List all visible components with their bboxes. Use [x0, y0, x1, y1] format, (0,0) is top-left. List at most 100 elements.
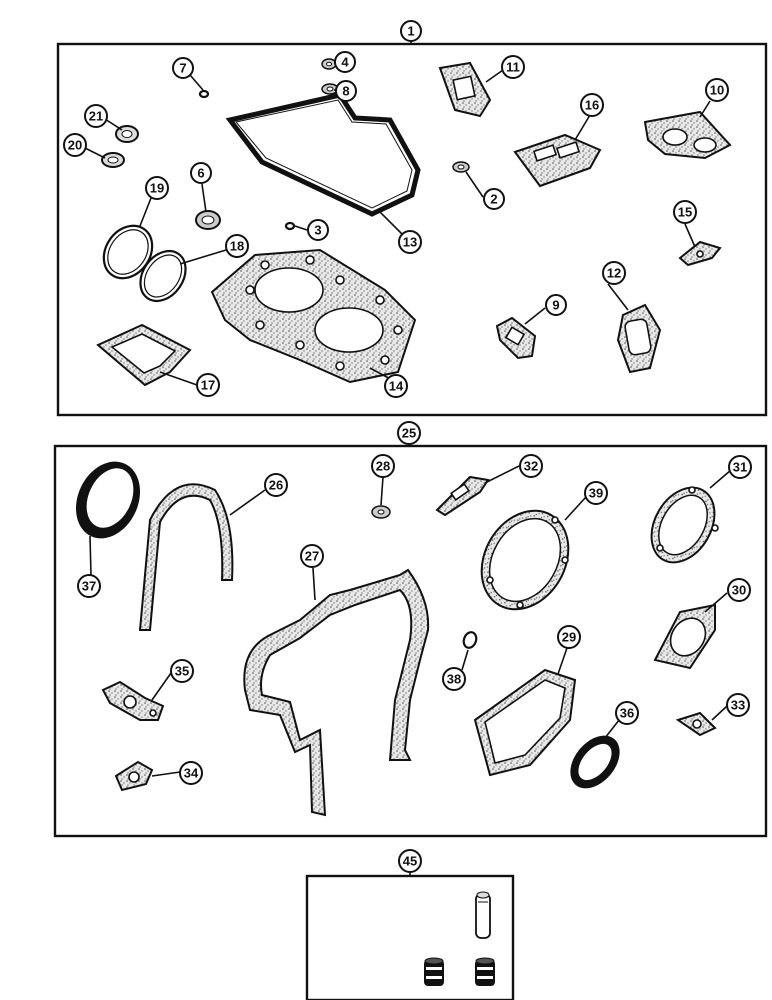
part-16-gasket	[513, 133, 602, 188]
callout-3: 3	[307, 219, 329, 241]
svg-text:21: 21	[89, 109, 103, 124]
part-8-washer	[321, 83, 339, 95]
callout-26: 26	[264, 473, 288, 497]
part-13-rocker-cover-gasket	[225, 92, 421, 217]
svg-text:26: 26	[269, 478, 283, 493]
part-14-head-gasket	[210, 248, 417, 384]
kit-1: 1 7 4 8 11 10 21 16 20 6 19 2 15 3 13 18…	[56, 20, 768, 417]
callout-1: 1	[400, 20, 422, 42]
callout-9: 9	[545, 294, 567, 316]
svg-text:16: 16	[585, 98, 599, 113]
svg-text:15: 15	[678, 205, 692, 220]
callout-8: 8	[335, 80, 357, 102]
part-12-gasket	[616, 303, 662, 374]
svg-text:20: 20	[68, 138, 82, 153]
part-34-gasket	[114, 760, 154, 792]
part-33-gasket	[675, 711, 717, 737]
svg-text:32: 32	[524, 459, 538, 474]
callout-36: 36	[615, 701, 639, 725]
part-37-seal	[75, 461, 141, 539]
callout-17: 17	[196, 373, 220, 397]
callout-27: 27	[300, 544, 324, 568]
part-29-gasket	[473, 668, 577, 777]
callout-19: 19	[145, 176, 169, 200]
callout-12: 12	[602, 261, 626, 285]
part-39-ring-gasket	[480, 509, 570, 611]
callout-10: 10	[705, 78, 729, 102]
svg-text:14: 14	[389, 379, 404, 394]
part-17-gasket	[96, 323, 192, 387]
svg-text:45: 45	[403, 854, 417, 869]
svg-text:36: 36	[620, 706, 634, 721]
svg-text:2: 2	[490, 192, 497, 207]
callout-6: 6	[190, 162, 212, 184]
svg-text:39: 39	[589, 486, 603, 501]
part-36-seal	[570, 735, 620, 789]
callout-4: 4	[334, 51, 356, 73]
callout-18: 18	[225, 234, 249, 258]
svg-text:18: 18	[230, 239, 244, 254]
part-2-washer	[452, 161, 470, 173]
part-3-oring	[284, 221, 296, 231]
callout-45: 45	[398, 849, 422, 873]
part-27-timing-cover-gasket	[243, 568, 430, 817]
svg-text:13: 13	[403, 235, 417, 250]
part-valve-seal-right	[475, 957, 495, 986]
svg-text:28: 28	[376, 459, 390, 474]
kit-25: 25 28 32 31 26 39 27 37 30 29 35 38 36 3…	[53, 421, 768, 838]
svg-text:8: 8	[342, 84, 349, 99]
callout-33: 33	[726, 693, 750, 717]
callout-16: 16	[580, 93, 604, 117]
svg-text:33: 33	[731, 698, 745, 713]
svg-text:6: 6	[197, 166, 204, 181]
part-valve-seal-left	[424, 957, 444, 986]
part-4-washer	[321, 58, 337, 70]
part-9-gasket	[495, 316, 537, 360]
callout-14: 14	[384, 374, 408, 398]
part-15-gasket	[678, 240, 722, 267]
callout-28: 28	[371, 454, 395, 478]
part-18-ring	[139, 249, 187, 303]
callout-34: 34	[179, 761, 203, 785]
part-31-ring-gasket	[650, 486, 719, 564]
part-32-gasket	[435, 475, 490, 517]
callout-21: 21	[84, 104, 108, 128]
part-6-seal	[195, 210, 221, 230]
svg-text:38: 38	[447, 672, 461, 687]
part-10-gasket	[643, 110, 732, 160]
callout-7: 7	[172, 57, 194, 79]
callout-2: 2	[483, 188, 505, 210]
part-35-gasket	[101, 680, 165, 721]
svg-text:10: 10	[710, 83, 724, 98]
part-20-seal	[101, 152, 125, 168]
callout-38: 38	[442, 667, 466, 691]
svg-text:19: 19	[150, 181, 164, 196]
part-11-gasket	[438, 61, 492, 118]
callout-25: 25	[397, 421, 421, 445]
svg-text:37: 37	[82, 579, 96, 594]
svg-text:4: 4	[341, 55, 349, 70]
callout-31: 31	[728, 455, 752, 479]
svg-text:27: 27	[305, 549, 319, 564]
callout-15: 15	[673, 200, 697, 224]
svg-text:7: 7	[179, 61, 186, 76]
callout-39: 39	[584, 481, 608, 505]
callout-11: 11	[501, 55, 525, 79]
svg-text:29: 29	[562, 630, 576, 645]
part-38-oring	[462, 631, 478, 649]
svg-text:34: 34	[184, 766, 199, 781]
callout-30: 30	[727, 578, 751, 602]
part-28-washer	[371, 505, 391, 519]
callout-13: 13	[398, 230, 422, 254]
svg-text:12: 12	[607, 266, 621, 281]
svg-text:17: 17	[201, 378, 215, 393]
svg-text:31: 31	[733, 460, 747, 475]
svg-text:9: 9	[552, 298, 559, 313]
callout-32: 32	[519, 454, 543, 478]
svg-text:3: 3	[314, 223, 321, 238]
callout-37: 37	[77, 574, 101, 598]
callout-29: 29	[557, 625, 581, 649]
svg-text:11: 11	[506, 60, 520, 75]
part-26-arch-gasket	[138, 483, 234, 631]
